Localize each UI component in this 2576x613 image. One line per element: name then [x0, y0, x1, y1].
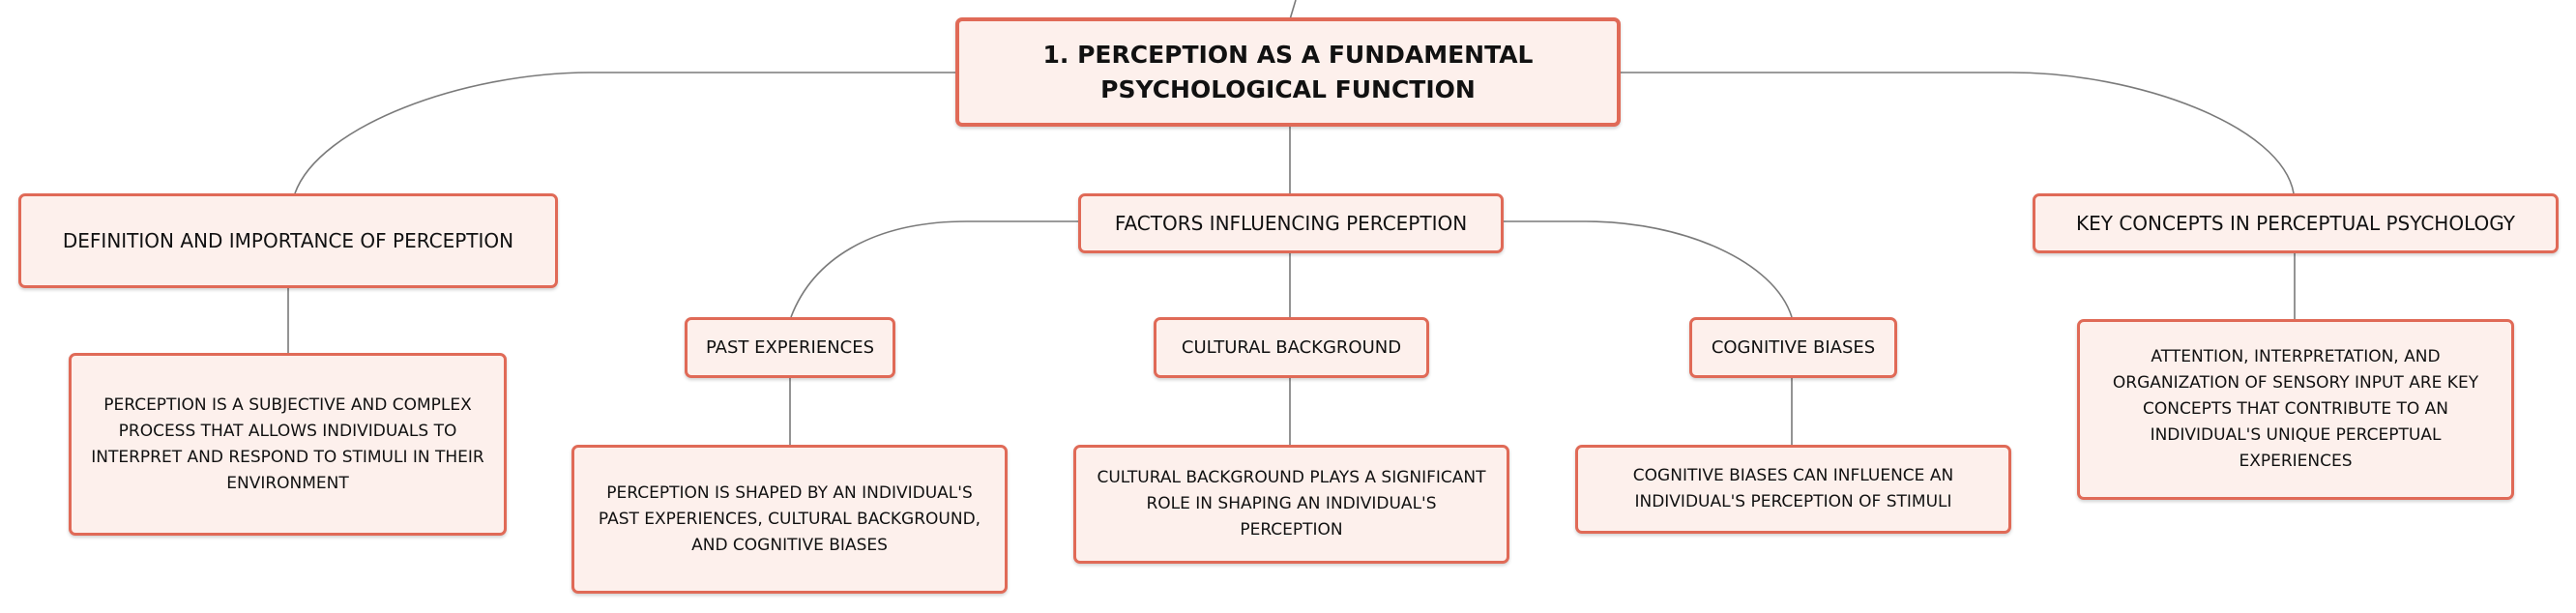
cognitive-biases-detail[interactable]: COGNITIVE BIASES CAN INFLUENCE AN INDIVI…: [1575, 445, 2011, 534]
cognitive-biases-topic[interactable]: COGNITIVE BIASES: [1689, 317, 1897, 378]
past-experiences-detail-label: PERCEPTION IS SHAPED BY AN INDIVIDUAL'S …: [598, 482, 981, 555]
cultural-background-label: CULTURAL BACKGROUND: [1181, 336, 1402, 358]
root-topic-label: 1. PERCEPTION AS A FUNDAMENTAL PSYCHOLOG…: [1042, 40, 1534, 103]
cultural-background-topic[interactable]: CULTURAL BACKGROUND: [1154, 317, 1429, 378]
cognitive-biases-detail-label: COGNITIVE BIASES CAN INFLUENCE AN INDIVI…: [1632, 466, 1954, 511]
connector-factors-to-past: [790, 220, 1078, 318]
key-concepts-topic[interactable]: KEY CONCEPTS IN PERCEPTUAL PSYCHOLOGY: [2033, 193, 2559, 253]
past-experiences-label: PAST EXPERIENCES: [705, 336, 875, 358]
key-concepts-detail-label: ATTENTION, INTERPRETATION, AND ORGANIZAT…: [2112, 347, 2479, 471]
definition-detail[interactable]: PERCEPTION IS A SUBJECTIVE AND COMPLEX P…: [69, 353, 507, 536]
cultural-background-detail[interactable]: CULTURAL BACKGROUND PLAYS A SIGNIFICANT …: [1073, 445, 1509, 564]
cognitive-biases-label: COGNITIVE BIASES: [1711, 336, 1876, 358]
connector-factors-to-biases: [1504, 220, 1793, 318]
cultural-background-detail-label: CULTURAL BACKGROUND PLAYS A SIGNIFICANT …: [1097, 468, 1486, 540]
connector-root-to-key-concepts: [1621, 72, 2295, 194]
key-concepts-detail[interactable]: ATTENTION, INTERPRETATION, AND ORGANIZAT…: [2077, 319, 2514, 500]
key-concepts-topic-label: KEY CONCEPTS IN PERCEPTUAL PSYCHOLOGY: [2076, 212, 2515, 235]
definition-topic-label: DEFINITION AND IMPORTANCE OF PERCEPTION: [62, 229, 514, 252]
definition-topic[interactable]: DEFINITION AND IMPORTANCE OF PERCEPTION: [18, 193, 558, 288]
past-experiences-detail[interactable]: PERCEPTION IS SHAPED BY AN INDIVIDUAL'S …: [571, 445, 1008, 594]
root-topic[interactable]: 1. PERCEPTION AS A FUNDAMENTAL PSYCHOLOG…: [955, 17, 1621, 127]
past-experiences-topic[interactable]: PAST EXPERIENCES: [685, 317, 895, 378]
connector-incoming: [1289, 0, 1297, 20]
connector-root-to-definition: [294, 72, 955, 194]
factors-topic-label: FACTORS INFLUENCING PERCEPTION: [1114, 212, 1468, 235]
definition-detail-label: PERCEPTION IS A SUBJECTIVE AND COMPLEX P…: [91, 394, 484, 493]
factors-topic[interactable]: FACTORS INFLUENCING PERCEPTION: [1078, 193, 1504, 253]
